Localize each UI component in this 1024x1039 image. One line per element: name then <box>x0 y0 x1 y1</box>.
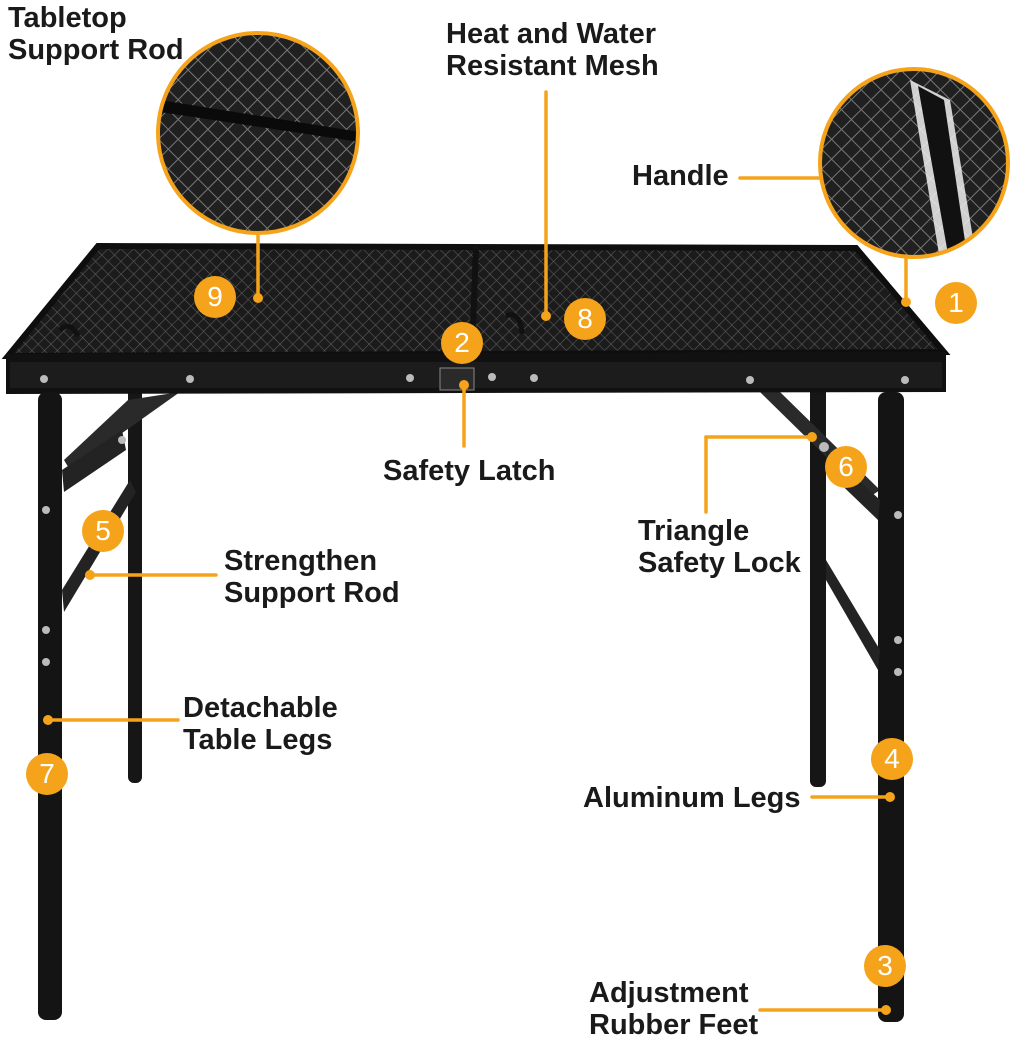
label-handle: Handle <box>632 160 729 192</box>
callout-badge-8: 8 <box>564 298 606 340</box>
callout-badge-9: 9 <box>194 276 236 318</box>
callout-badge-5: 5 <box>82 510 124 552</box>
callout-badge-3: 3 <box>864 945 906 987</box>
callout-badge-7: 7 <box>26 753 68 795</box>
label-strengthen-support-rod: Strengthen Support Rod <box>224 545 400 609</box>
leader-lines <box>46 90 908 1012</box>
zoom-circle-support-rod <box>156 31 360 235</box>
label-triangle-safety-lock: Triangle Safety Lock <box>638 515 801 579</box>
callout-badge-1: 1 <box>935 282 977 324</box>
front-legs <box>38 392 904 1022</box>
callout-badge-6: 6 <box>825 446 867 488</box>
label-safety-latch: Safety Latch <box>383 455 556 487</box>
leader-dots <box>43 293 911 1015</box>
label-tabletop-support-rod: Tabletop Support Rod <box>8 2 184 66</box>
zoom-circle-handle <box>818 67 1010 259</box>
label-adjustment-rubber-feet: Adjustment Rubber Feet <box>589 977 759 1039</box>
label-detachable-table-legs: Detachable Table Legs <box>183 692 338 756</box>
tabletop <box>1 242 951 394</box>
callout-badge-4: 4 <box>871 738 913 780</box>
label-aluminum-legs: Aluminum Legs <box>583 782 801 814</box>
label-heat-water-resistant-mesh: Heat and Water Resistant Mesh <box>446 18 659 82</box>
callout-badge-2: 2 <box>441 322 483 364</box>
